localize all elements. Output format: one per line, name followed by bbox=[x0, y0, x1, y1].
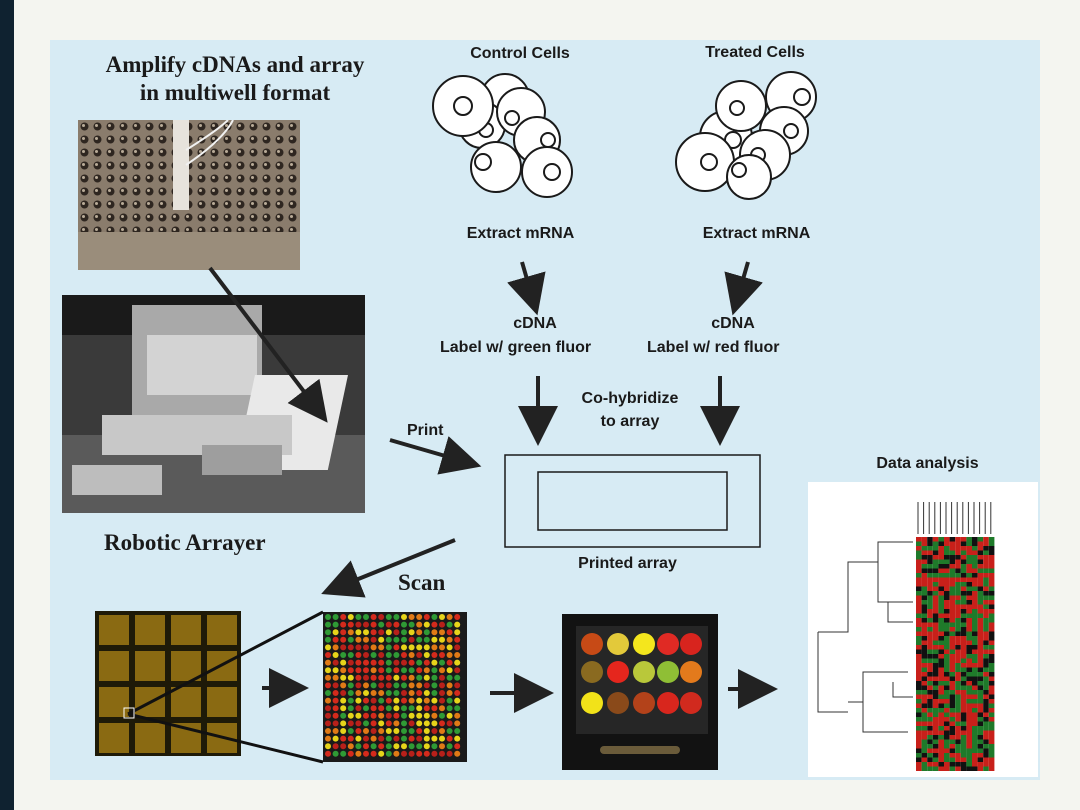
colored-wells-photo bbox=[562, 614, 718, 770]
zoom-line-top bbox=[127, 610, 324, 716]
zoom-source-box bbox=[123, 707, 135, 719]
cdna-left: cDNA bbox=[513, 315, 557, 332]
arrow-extract-right bbox=[724, 261, 763, 316]
extract-mrna-left: Extract mRNA bbox=[466, 225, 575, 242]
left-edge-bar bbox=[0, 0, 14, 810]
title-line-2: in multiwell format bbox=[139, 80, 331, 105]
label-green-fluor: Label w/ green fluor bbox=[440, 339, 592, 356]
control-cells-label: Control Cells bbox=[470, 45, 570, 62]
printed-array-inner bbox=[537, 471, 728, 531]
extract-mrna-right: Extract mRNA bbox=[702, 225, 811, 242]
arrow-extract-left bbox=[507, 261, 546, 316]
printed-array-slide bbox=[504, 454, 761, 548]
scan-label: Scan bbox=[398, 570, 446, 595]
cohybridize-line-2: to array bbox=[600, 413, 660, 430]
heatmap-dendrogram bbox=[808, 482, 1038, 777]
treated-cells-icon bbox=[675, 71, 817, 200]
printed-array-label: Printed array bbox=[578, 555, 677, 572]
arrow-print bbox=[389, 436, 482, 475]
print-label: Print bbox=[407, 422, 444, 439]
treated-cells-label: Treated Cells bbox=[705, 44, 805, 61]
cdna-right: cDNA bbox=[711, 315, 755, 332]
cohybridize-line-1: Co-hybridize bbox=[581, 390, 679, 407]
robotic-arrayer-label: Robotic Arrayer bbox=[104, 530, 266, 555]
scanned-array-image bbox=[95, 611, 241, 756]
arrow-plate-to-arrayer bbox=[208, 266, 328, 423]
multiwell-plate-photo bbox=[78, 120, 300, 270]
arrow-scan bbox=[321, 538, 456, 598]
zoomed-array-spots bbox=[323, 612, 467, 762]
zoom-line-bottom bbox=[127, 712, 324, 764]
label-red-fluor: Label w/ red fluor bbox=[647, 339, 780, 356]
title-line-1: Amplify cDNAs and array bbox=[105, 52, 365, 77]
control-cells-icon bbox=[432, 73, 573, 198]
data-analysis-label: Data analysis bbox=[876, 455, 979, 472]
